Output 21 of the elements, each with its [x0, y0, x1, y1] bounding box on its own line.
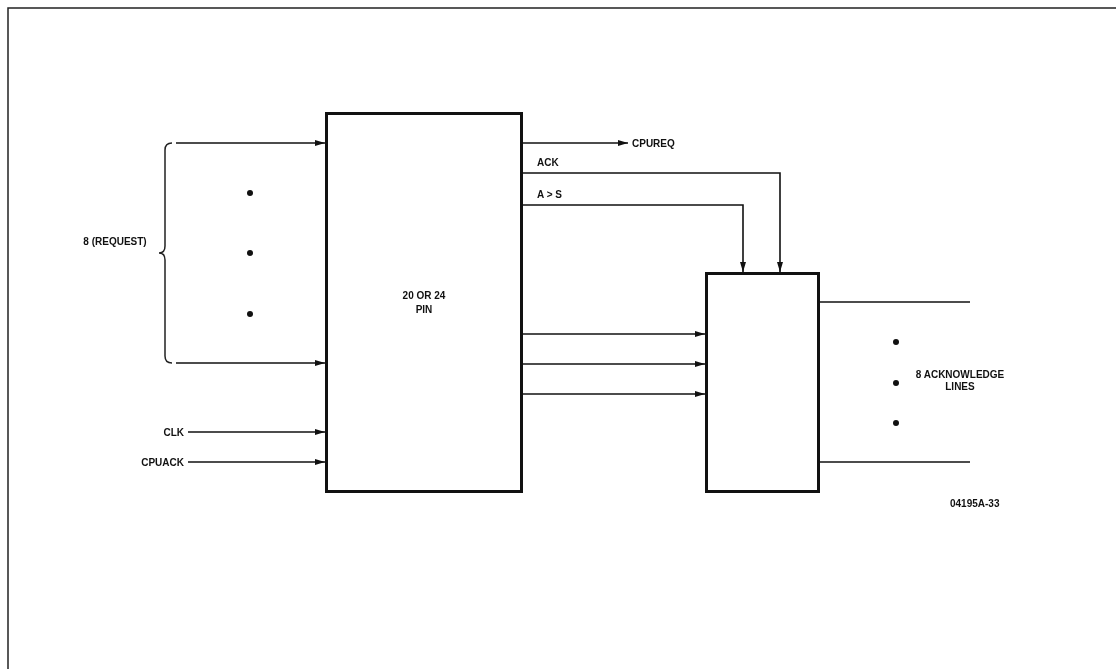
arrow	[175, 140, 326, 146]
signal-label: CPUREQ	[632, 135, 702, 151]
bus-label: 8 (REQUEST)	[82, 236, 148, 248]
signal-line	[819, 461, 971, 463]
chip-box	[325, 112, 523, 493]
arrow	[175, 360, 326, 366]
arrow	[522, 391, 706, 397]
arrow	[522, 331, 706, 337]
chip-label: 20 OR 24 PIN	[401, 288, 447, 317]
arrow	[522, 140, 629, 146]
arrow	[522, 172, 783, 273]
arrow	[522, 361, 706, 367]
arrow	[187, 429, 326, 435]
signal-label: CPUACK	[100, 454, 184, 470]
arrow	[187, 459, 326, 465]
signal-label: CLK	[120, 424, 184, 440]
signal-line	[819, 301, 971, 303]
bus-label: 8 ACKNOWLEDGE LINES	[914, 369, 1006, 393]
arrow	[522, 204, 746, 273]
figure-code: 04195A-33	[950, 498, 1000, 510]
block-box	[705, 272, 820, 493]
